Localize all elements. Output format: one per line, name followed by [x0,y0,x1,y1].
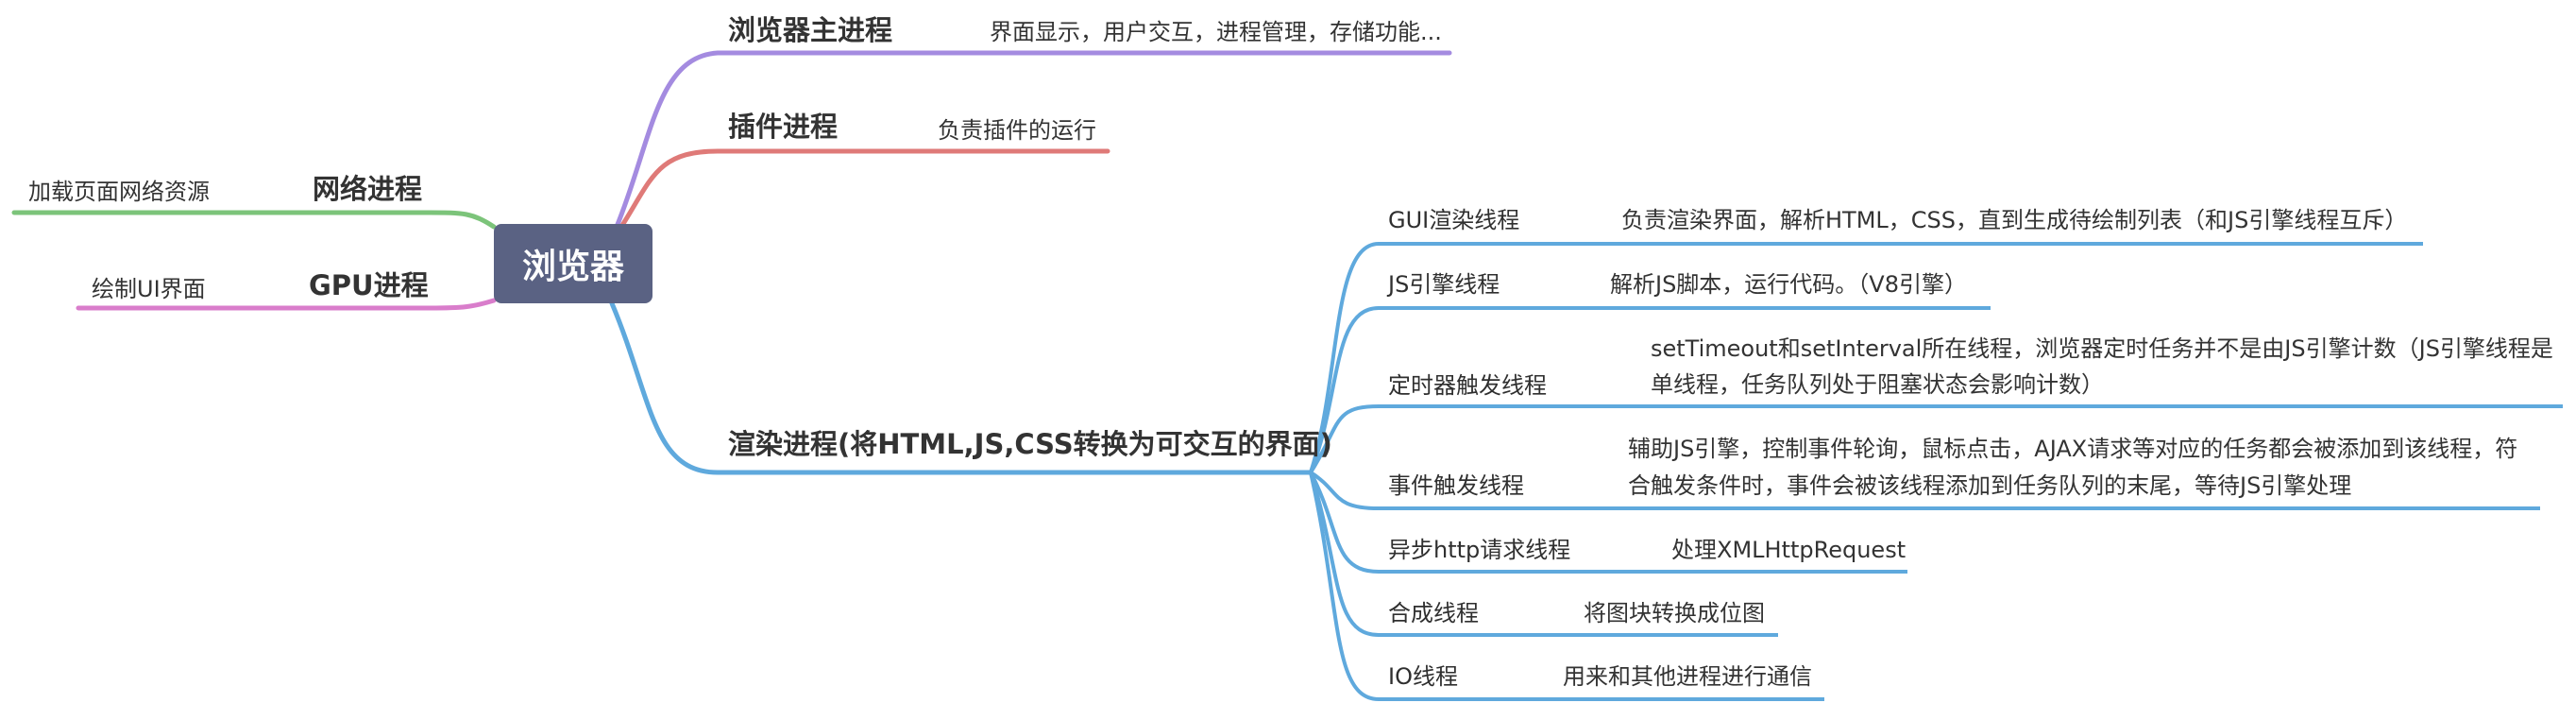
browser-main-process-label[interactable]: 浏览器主进程 [728,14,893,46]
thread-line-event [1309,471,2540,510]
thread-line-compositor [1309,472,1778,637]
thread-js-label[interactable]: JS引擎线程 [1388,271,1500,298]
thread-event-desc-line1: 辅助JS引擎，控制事件轮询，鼠标点击，AJAX请求等对应的任务都会被添加到该线程… [1628,436,2518,462]
root-label: 浏览器 [521,248,624,286]
gpu-process-label[interactable]: GPU进程 [309,269,429,301]
thread-event-label[interactable]: 事件触发线程 [1388,472,1524,499]
branch-line-renderer [609,300,1313,475]
thread-http-label[interactable]: 异步http请求线程 [1388,537,1571,563]
thread-event-desc-line2: 合触发条件时，事件会被该线程添加到任务队列的末尾，等待JS引擎处理 [1628,472,2352,499]
thread-line-http [1309,472,1907,574]
thread-gui-desc: 负责渲染界面，解析HTML，CSS，直到生成待绘制列表（和JS引擎线程互斥） [1621,207,2408,233]
thread-compositor-label[interactable]: 合成线程 [1388,600,1479,626]
branch-line-plugin [619,148,1110,230]
renderer-process-label[interactable]: 渲染进程(将HTML,JS,CSS转换为可交互的界面) [728,428,1332,460]
thread-timer-desc-line2: 单线程，任务队列处于阻塞状态会影响计数） [1651,371,2104,398]
plugin-process-desc: 负责插件的运行 [938,117,1096,144]
thread-http-desc: 处理XMLHttpRequest [1671,537,1907,563]
network-process-label[interactable]: 网络进程 [313,173,423,205]
browser-main-process-desc: 界面显示，用户交互，进程管理，存储功能... [990,19,1442,45]
thread-line-timer [1309,404,2563,474]
thread-timer-desc-line1: setTimeout和setInterval所在线程，浏览器定时任务并不是由JS… [1651,335,2553,362]
thread-io-desc: 用来和其他进程进行通信 [1563,663,1812,690]
branch-line-gpu [76,298,497,311]
branch-line-network [11,210,497,230]
branch-line-browser-main [614,50,1452,230]
network-process-desc: 加载页面网络资源 [28,179,210,205]
thread-js-desc: 解析JS脚本，运行代码。（V8引擎） [1610,271,1967,298]
thread-gui-label[interactable]: GUI渲染线程 [1388,207,1520,233]
thread-line-js [1309,306,1991,473]
plugin-process-label[interactable]: 插件进程 [728,111,839,143]
thread-line-io [1309,472,1824,701]
thread-compositor-desc: 将图块转换成位图 [1584,600,1765,626]
thread-line-gui [1309,242,2423,473]
gpu-process-desc: 绘制UI界面 [92,276,206,302]
thread-timer-label[interactable]: 定时器触发线程 [1388,372,1547,399]
root-node[interactable]: 浏览器 [494,224,652,303]
thread-io-label[interactable]: IO线程 [1388,663,1458,690]
